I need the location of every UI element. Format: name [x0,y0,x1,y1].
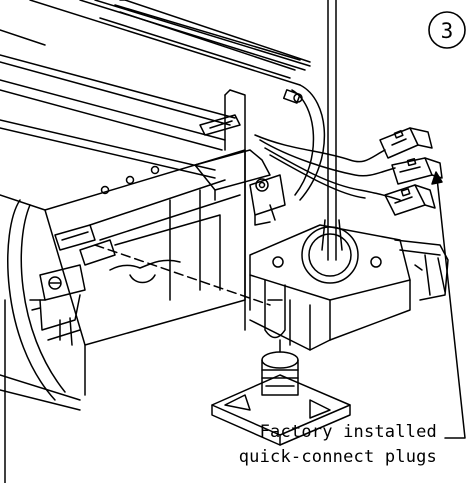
step-number: 3 [441,19,454,43]
pendant-stem [321,0,343,261]
callout-label-line2: quick-connect plugs [239,447,437,467]
wire-harness [254,134,401,201]
fixture-extrusion [0,0,326,411]
step-indicator: 3 [428,11,466,49]
end-cap-fasteners [29,264,86,346]
junction-bracket [249,224,449,351]
quick-connect-plug-upper [379,127,433,159]
alignment-line [94,244,271,306]
callout-label-line1: Factory installed [260,422,437,442]
quick-connect-plug-lower [384,184,436,216]
mounting-plate [44,89,286,396]
callout-leader [431,171,466,439]
mounting-foot [211,339,351,446]
